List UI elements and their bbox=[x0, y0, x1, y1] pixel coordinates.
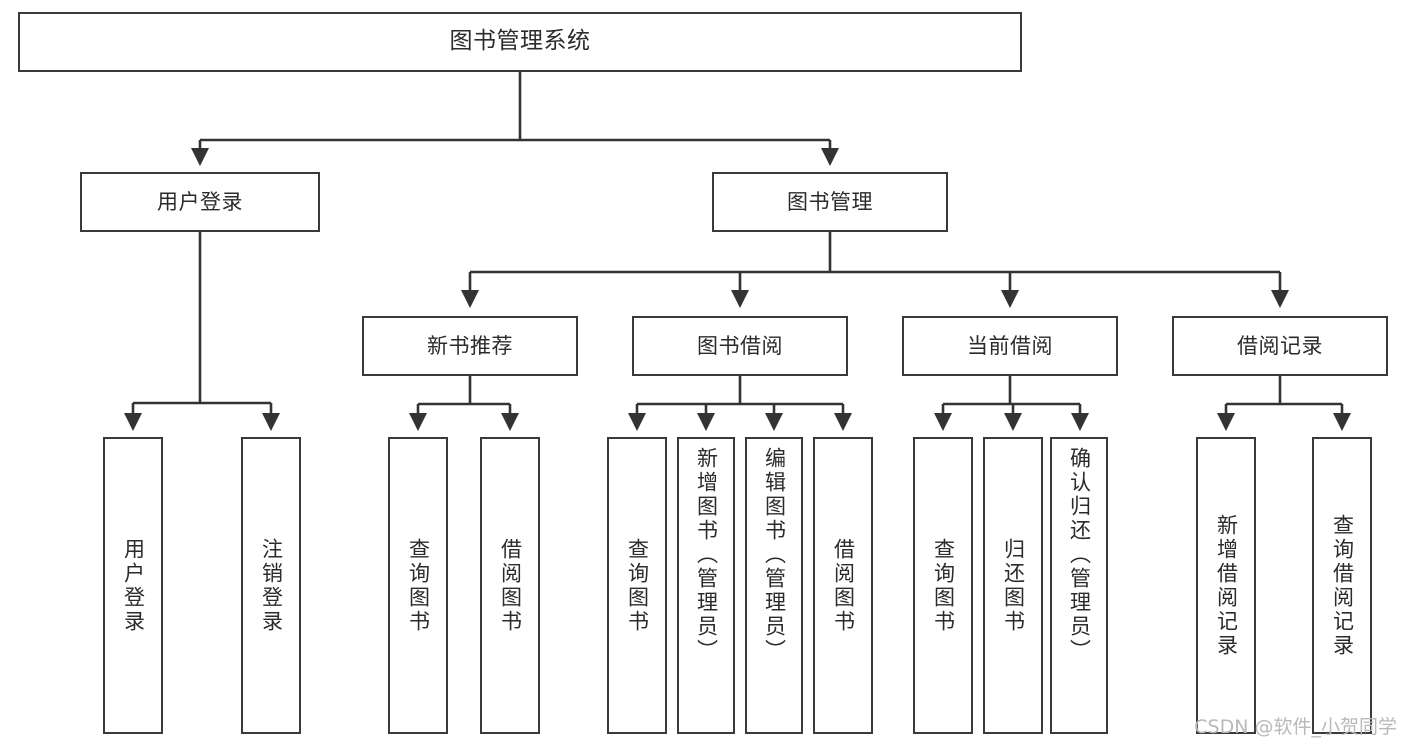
node-label: 图书管理系统 bbox=[449, 28, 591, 55]
node-user-login[interactable]: 用户登录 bbox=[80, 172, 320, 232]
node-label: 查询借阅记录 bbox=[1330, 513, 1355, 658]
node-label: 借阅图书 bbox=[831, 537, 856, 634]
node-label: 图书管理 bbox=[787, 189, 873, 214]
leaf-edit-book-admin[interactable]: 编辑图书（管理员） bbox=[745, 437, 803, 734]
leaf-confirm-return-admin[interactable]: 确认归还（管理员） bbox=[1050, 437, 1108, 734]
node-label: 注销登录 bbox=[259, 537, 284, 634]
node-borrow-record[interactable]: 借阅记录 bbox=[1172, 316, 1388, 376]
leaf-query-book-recommend[interactable]: 查询图书 bbox=[388, 437, 448, 734]
node-label: 查询图书 bbox=[625, 537, 650, 634]
node-book-management[interactable]: 图书管理 bbox=[712, 172, 948, 232]
node-label: 编辑图书（管理员） bbox=[762, 447, 787, 663]
node-label: 新书推荐 bbox=[427, 333, 513, 358]
leaf-user-logout[interactable]: 注销登录 bbox=[241, 437, 301, 734]
node-root-book-management-system[interactable]: 图书管理系统 bbox=[18, 12, 1022, 72]
node-label: 确认归还（管理员） bbox=[1067, 447, 1092, 663]
leaf-borrow-book-recommend[interactable]: 借阅图书 bbox=[480, 437, 540, 734]
leaf-query-book-current[interactable]: 查询图书 bbox=[913, 437, 973, 734]
node-label: 查询图书 bbox=[931, 537, 956, 634]
node-label: 用户登录 bbox=[121, 537, 146, 634]
node-label: 用户登录 bbox=[157, 189, 243, 214]
node-label: 新增图书（管理员） bbox=[694, 447, 719, 663]
leaf-add-book-admin[interactable]: 新增图书（管理员） bbox=[677, 437, 735, 734]
node-book-borrow[interactable]: 图书借阅 bbox=[632, 316, 848, 376]
node-label: 归还图书 bbox=[1001, 537, 1026, 634]
leaf-user-login[interactable]: 用户登录 bbox=[103, 437, 163, 734]
leaf-borrow-book[interactable]: 借阅图书 bbox=[813, 437, 873, 734]
leaf-add-borrow-record[interactable]: 新增借阅记录 bbox=[1196, 437, 1256, 734]
watermark-text: CSDN @软件_小贺同学 bbox=[1194, 716, 1397, 738]
node-current-borrow[interactable]: 当前借阅 bbox=[902, 316, 1118, 376]
leaf-query-book-borrow[interactable]: 查询图书 bbox=[607, 437, 667, 734]
leaf-query-borrow-record[interactable]: 查询借阅记录 bbox=[1312, 437, 1372, 734]
node-label: 图书借阅 bbox=[697, 333, 783, 358]
node-label: 查询图书 bbox=[406, 537, 431, 634]
node-label: 借阅记录 bbox=[1237, 333, 1323, 358]
leaf-return-book[interactable]: 归还图书 bbox=[983, 437, 1043, 734]
node-label: 借阅图书 bbox=[498, 537, 523, 634]
node-label: 当前借阅 bbox=[967, 333, 1053, 358]
node-label: 新增借阅记录 bbox=[1214, 513, 1239, 658]
node-new-book-recommend[interactable]: 新书推荐 bbox=[362, 316, 578, 376]
